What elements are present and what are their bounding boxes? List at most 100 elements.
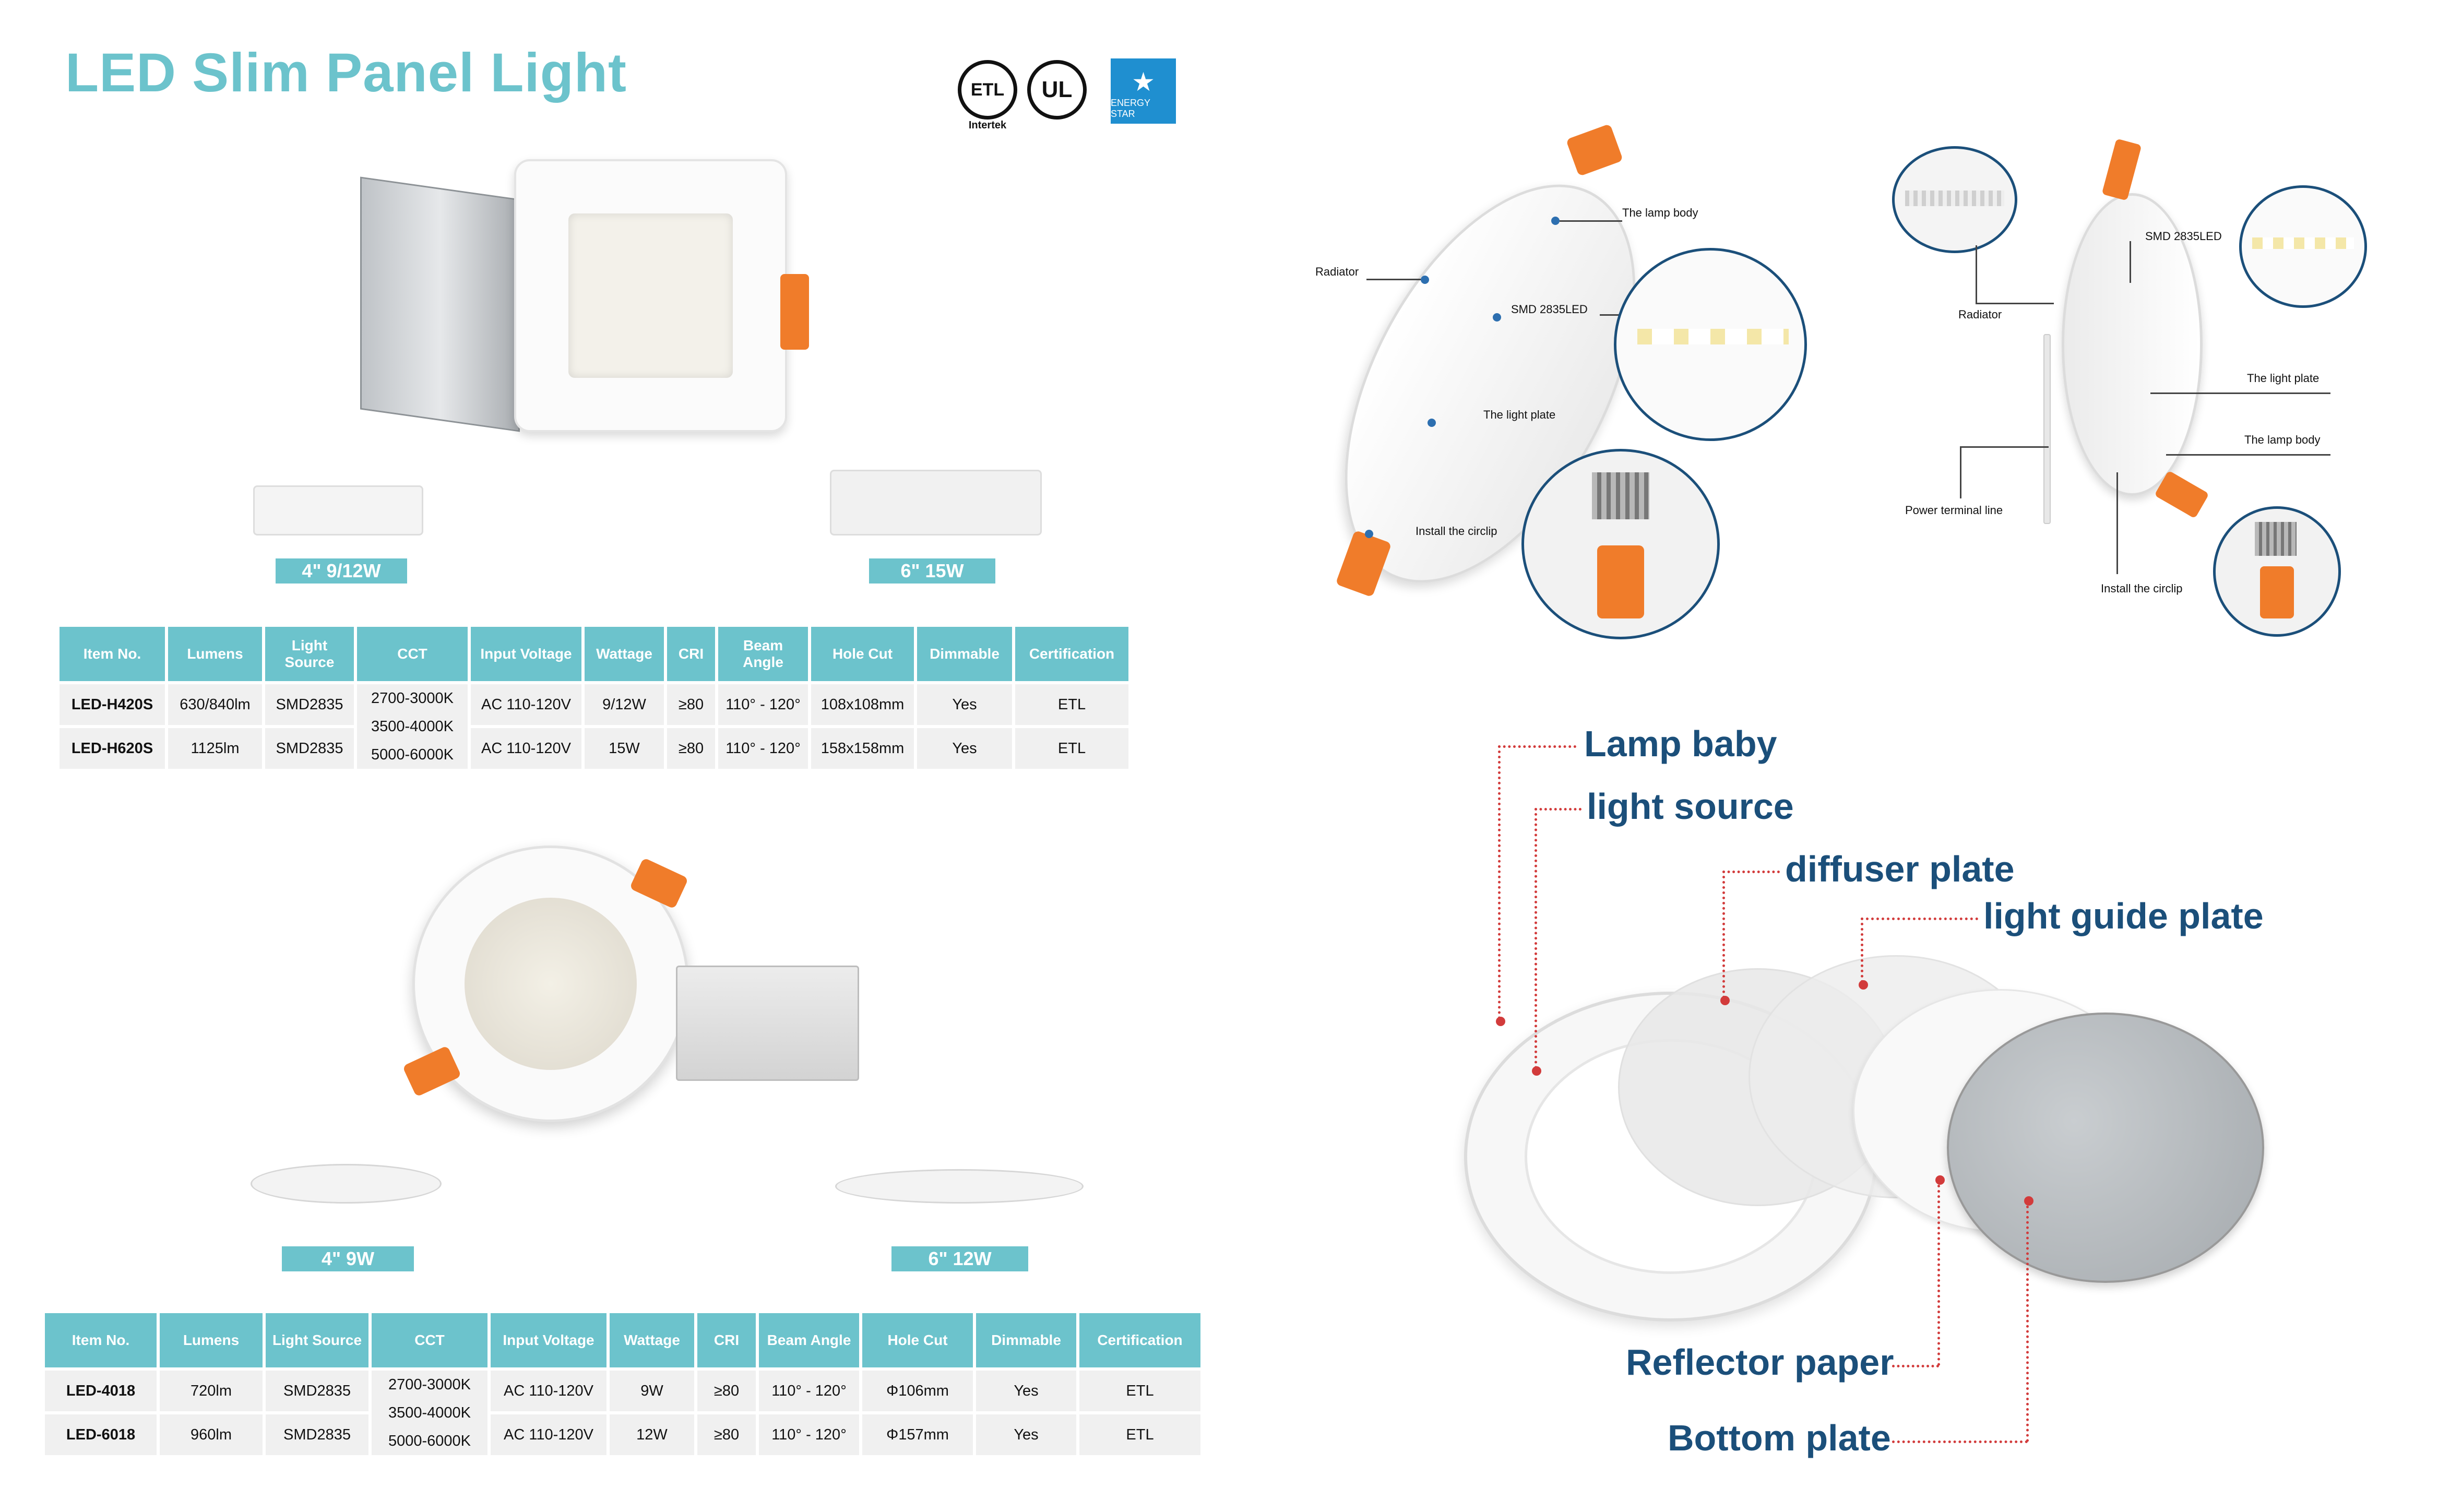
cct-value: 3500-4000K bbox=[388, 1404, 471, 1421]
cct-value: 2700-3000K bbox=[371, 690, 454, 707]
spring-image bbox=[2255, 522, 2297, 556]
spec-table-round: Item No. Lumens Light Source CCT Input V… bbox=[42, 1310, 1204, 1458]
cell-beam: 110° - 120° bbox=[718, 728, 808, 769]
cell-lumens: 1125lm bbox=[168, 728, 262, 769]
col-lumens: Lumens bbox=[160, 1313, 263, 1367]
cell-cert: ETL bbox=[1015, 684, 1128, 725]
col-light-source: Light Source bbox=[265, 627, 354, 681]
energy-star-logo: ★ ENERGY STAR bbox=[1111, 58, 1176, 124]
cell-lumens: 720lm bbox=[160, 1371, 263, 1411]
cell-item: LED-4018 bbox=[45, 1371, 157, 1411]
label-light-plate-2: The light plate bbox=[2247, 372, 2320, 385]
energy-star-label: ENERGY STAR bbox=[1111, 98, 1150, 119]
leader-line bbox=[1498, 745, 1576, 748]
label-lamp-body-2: The lamp body bbox=[2244, 433, 2321, 446]
round-driver-box-image bbox=[676, 966, 859, 1081]
square-6in-side-image bbox=[830, 470, 1042, 535]
spec-table-square: Item No. Lumens Light Source CCT Input V… bbox=[56, 624, 1132, 772]
leader-line bbox=[1892, 1440, 2028, 1443]
cct-value: 5000-6000K bbox=[388, 1433, 471, 1449]
cell-hole-cut: Φ157mm bbox=[862, 1414, 973, 1455]
callout-line bbox=[1976, 303, 2054, 304]
col-cct: CCT bbox=[372, 1313, 487, 1367]
cell-beam: 110° - 120° bbox=[759, 1371, 859, 1411]
label-light-guide-plate: light guide plate bbox=[1983, 896, 2264, 936]
zoom-led-circle bbox=[1614, 248, 1807, 441]
leader-line bbox=[1722, 871, 1725, 998]
col-item-no: Item No. bbox=[45, 1313, 157, 1367]
col-light-source: Light Source bbox=[266, 1313, 368, 1367]
col-cri: CRI bbox=[667, 627, 715, 681]
cell-wattage: 9/12W bbox=[585, 684, 664, 725]
col-certification: Certification bbox=[1079, 1313, 1200, 1367]
circlip-image bbox=[2260, 566, 2294, 618]
cct-value: 3500-4000K bbox=[371, 718, 454, 735]
cell-wattage: 9W bbox=[610, 1371, 694, 1411]
label-light-source: light source bbox=[1587, 786, 1794, 827]
callout-line bbox=[1600, 314, 1628, 316]
callout-dot bbox=[1493, 313, 1501, 322]
cell-cri: ≥80 bbox=[667, 728, 715, 769]
leader-line bbox=[1498, 745, 1501, 1019]
zoom-radiator-circle bbox=[1892, 146, 2017, 253]
leader-line bbox=[1535, 808, 1537, 1069]
col-dimmable: Dimmable bbox=[917, 627, 1012, 681]
leader-dot bbox=[1532, 1066, 1541, 1076]
led-strip bbox=[2252, 237, 2354, 249]
callout-line bbox=[1960, 446, 2049, 448]
cell-source: SMD2835 bbox=[266, 1371, 368, 1411]
cell-cri: ≥80 bbox=[667, 684, 715, 725]
cell-wattage: 12W bbox=[610, 1414, 694, 1455]
callout-line bbox=[2116, 472, 2118, 574]
cell-cct: 2700-3000K 3500-4000K 5000-6000K bbox=[357, 684, 468, 769]
col-input-voltage: Input Voltage bbox=[491, 1313, 606, 1367]
cell-voltage: AC 110-120V bbox=[491, 1371, 606, 1411]
label-reflector-paper: Reflector paper bbox=[1626, 1342, 1894, 1383]
cell-hole-cut: 108x108mm bbox=[811, 684, 914, 725]
zoom-smd-circle bbox=[2239, 185, 2367, 308]
cell-hole-cut: Φ106mm bbox=[862, 1371, 973, 1411]
square-panel-diffuser bbox=[568, 213, 733, 378]
cell-wattage: 15W bbox=[585, 728, 664, 769]
side-panel-image bbox=[2062, 193, 2203, 496]
label-circlip: Install the circlip bbox=[1416, 525, 1497, 538]
callout-line bbox=[1366, 279, 1421, 280]
leader-line bbox=[2026, 1200, 2029, 1442]
label-light-plate: The light plate bbox=[1483, 408, 1556, 421]
label-bottom-plate: Bottom plate bbox=[1668, 1418, 1891, 1458]
spring-image bbox=[1592, 472, 1649, 519]
cell-dimmable: Yes bbox=[917, 728, 1012, 769]
square-4in-label: 4" 9/12W bbox=[276, 558, 407, 584]
cell-voltage: AC 110-120V bbox=[491, 1414, 606, 1455]
leader-line bbox=[1861, 918, 1978, 920]
clip-top-image bbox=[1565, 123, 1624, 177]
cell-cri: ≥80 bbox=[697, 1371, 756, 1411]
cell-voltage: AC 110-120V bbox=[471, 728, 581, 769]
callout-line bbox=[2150, 392, 2330, 394]
col-beam-angle: Beam Angle bbox=[759, 1313, 859, 1367]
leader-dot bbox=[1935, 1175, 1945, 1185]
callout-line bbox=[2166, 454, 2330, 456]
leader-dot bbox=[1720, 996, 1730, 1005]
round-4in-label: 4" 9W bbox=[282, 1246, 414, 1271]
cct-value: 5000-6000K bbox=[371, 746, 454, 763]
col-hole-cut: Hole Cut bbox=[862, 1313, 973, 1367]
cell-item: LED-6018 bbox=[45, 1414, 157, 1455]
cell-lumens: 630/840lm bbox=[168, 684, 262, 725]
etl-mark: ETL bbox=[958, 60, 1017, 120]
clip-bottom-image bbox=[1335, 530, 1392, 598]
col-wattage: Wattage bbox=[610, 1313, 694, 1367]
cell-cert: ETL bbox=[1079, 1371, 1200, 1411]
col-hole-cut: Hole Cut bbox=[811, 627, 914, 681]
power-cable-image bbox=[2043, 334, 2051, 524]
table-header-row: Item No. Lumens Light Source CCT Input V… bbox=[60, 627, 1128, 681]
ul-logo: UL bbox=[1027, 60, 1087, 120]
callout-dot bbox=[1551, 217, 1560, 225]
col-lumens: Lumens bbox=[168, 627, 262, 681]
table-row: LED-4018 720lm SMD2835 2700-3000K 3500-4… bbox=[45, 1371, 1200, 1455]
cell-dimmable: Yes bbox=[976, 1371, 1076, 1411]
leader-line bbox=[1722, 871, 1780, 873]
leader-line bbox=[1861, 918, 1863, 983]
table-row: LED-H620S 1125lm SMD2835 AC 110-120V 15W… bbox=[60, 728, 1128, 769]
table-header-row: Item No. Lumens Light Source CCT Input V… bbox=[45, 1313, 1200, 1367]
